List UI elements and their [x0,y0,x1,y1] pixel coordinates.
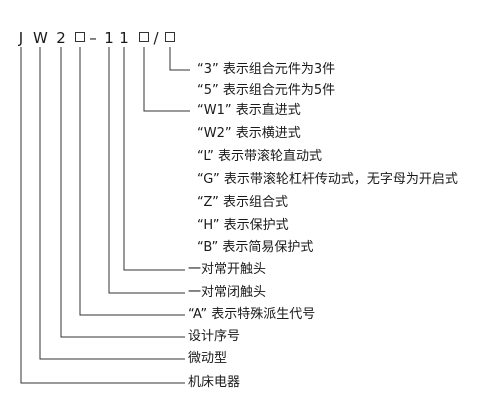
leader-micro [39,47,185,360]
code-w: W [33,29,48,47]
leader-qty [169,47,190,71]
code-1b: 1 [119,29,129,47]
label-device: 机床电器 [188,375,241,390]
leader-seq [60,47,185,338]
label-z: “Z” 表示组合式 [197,195,289,210]
label-g: “G” 表示带滚轮杠杆传动式，无字母为开启式 [197,172,458,187]
code-slash: / [153,29,159,47]
leader-nc [108,47,185,294]
label-l: “L” 表示带滚轮直动式 [197,149,323,164]
code-box-qty [165,32,175,42]
label-seq: 设计序号 [188,329,241,344]
code-j: J [18,29,24,47]
label-h: “H” 表示保护式 [197,218,289,233]
label-nc: 一对常闭触头 [188,285,267,300]
leader-device [20,47,185,384]
label-no: 一对常开触头 [188,262,267,277]
label-w1: “W1” 表示直进式 [197,103,301,118]
code-box-type [139,32,149,42]
label-qty5: “5” 表示组合元件为5件 [197,83,336,98]
code-box-derivative [75,32,85,42]
leader-no [123,47,185,271]
label-w2: “W2” 表示横进式 [197,126,301,141]
leader-a [79,47,185,316]
code-1a: 1 [104,29,114,47]
code-dash: – [89,29,97,47]
label-b: “B” 表示简易保护式 [197,240,314,255]
label-micro: 微动型 [188,351,228,366]
label-qty3: “3” 表示组合元件为3件 [197,62,336,77]
code-2: 2 [56,29,66,47]
label-a: “A” 表示特殊派生代号 [188,307,316,322]
leader-type [143,47,190,112]
